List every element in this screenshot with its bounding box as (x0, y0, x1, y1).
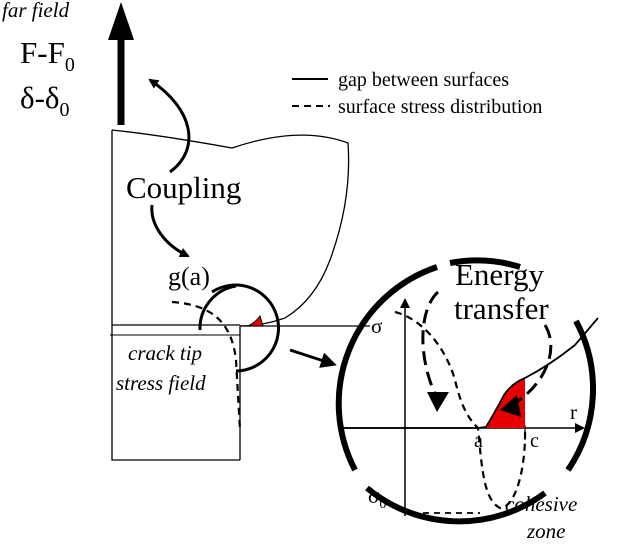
cohesive-zone-fill (478, 378, 525, 428)
crack-tip-label-2: stress field (116, 371, 206, 395)
sigma-axis-label: σ (371, 314, 382, 338)
gap-focus-circle (211, 283, 280, 373)
cohesive-label-1: cohesive (505, 492, 577, 516)
zoom-circle (335, 257, 596, 525)
gap-focus-circle-upper (198, 284, 237, 331)
energy-label-2: transfer (454, 291, 549, 326)
energy-arrowhead-right (500, 395, 521, 417)
energy-arrowhead-left (427, 392, 449, 412)
force-label: F-F0 (20, 35, 75, 76)
coupling-label: Coupling (126, 170, 241, 205)
c-tick-label: c (530, 430, 539, 452)
sigma0-label: σ0 (368, 484, 386, 512)
crack-tip-stress-curve (171, 300, 242, 431)
energy-label-1: Energy (455, 257, 544, 292)
legend-solid-label: gap between surfaces (338, 69, 509, 91)
surface-stress-curve (394, 310, 527, 510)
far-field-arrow (108, 2, 134, 125)
r-axis-label: r (570, 400, 577, 424)
coupling-arrows (148, 78, 191, 258)
gap-function-label: g(a) (168, 262, 210, 291)
far-field-label: far field (2, 0, 70, 22)
zoom-arrow (289, 348, 337, 368)
a-tick-label: a (474, 430, 483, 452)
energy-transfer-arrows (421, 290, 553, 407)
legend-dashed-label: surface stress distribution (338, 96, 542, 118)
crack-tip-cohesive-fill (247, 314, 264, 327)
legend: gap between surfaces surface stress dist… (292, 69, 542, 118)
crack-tip-label-1: crack tip (128, 341, 202, 365)
gap-profile-curve (343, 317, 599, 429)
cohesive-label-2: zone (526, 519, 566, 543)
displacement-label: δ-δ0 (20, 80, 70, 121)
